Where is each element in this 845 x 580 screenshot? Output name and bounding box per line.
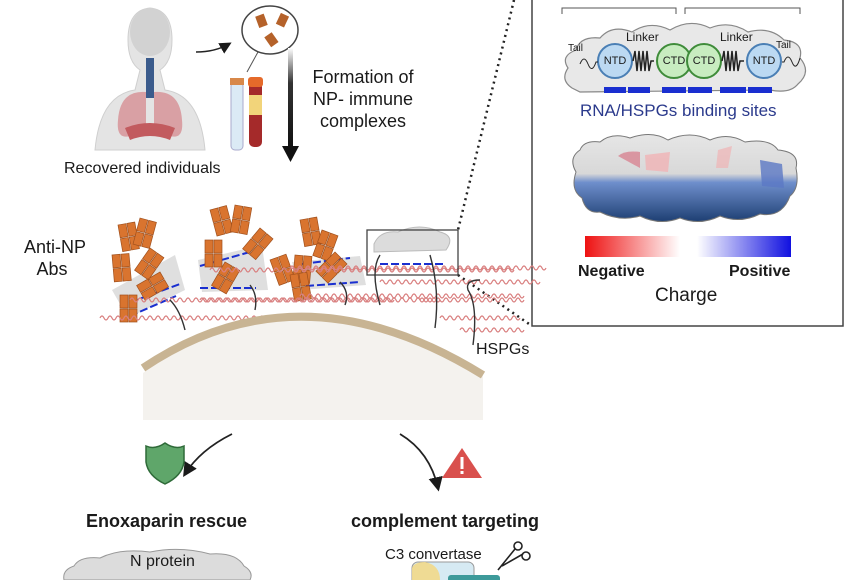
antibody — [209, 205, 234, 237]
antibody — [229, 204, 253, 235]
negative-label: Negative — [578, 263, 645, 280]
antibody — [134, 247, 165, 281]
c3-convertase-label: C3 convertase — [385, 546, 482, 563]
charge-surface-model — [572, 134, 798, 222]
tail-left-label: Tail — [568, 43, 584, 54]
cell-membrane — [140, 312, 486, 379]
antibody — [132, 217, 157, 249]
person-illustration — [94, 7, 206, 151]
rna-strand — [379, 279, 541, 285]
ntd-label-left: NTD — [603, 55, 627, 67]
n-protein-label: N protein — [130, 553, 195, 570]
formation-label: Formation of NP- immune complexes — [304, 66, 422, 132]
antibody-line-2: Abs — [36, 259, 68, 279]
rna-strand — [289, 265, 547, 271]
warning-mark — [460, 457, 464, 469]
rna-strand — [209, 267, 515, 273]
diaphragm — [125, 123, 175, 140]
free-n-protein — [373, 226, 451, 253]
ctd-label-right: CTD — [692, 55, 716, 67]
antibody — [111, 253, 132, 283]
linker-right-label: Linker — [720, 30, 753, 44]
shield-icon — [145, 442, 185, 485]
tail-right-label: Tail — [776, 40, 792, 51]
charge-title: Charge — [655, 285, 718, 306]
formation-line-1: Formation of — [312, 67, 414, 87]
hspg-strands — [169, 254, 481, 346]
hspgs-label: HSPGs — [476, 341, 530, 358]
ntd-label-right: NTD — [752, 55, 776, 67]
ntd-domain-left — [597, 43, 633, 79]
formation-arrow-shaft — [288, 48, 293, 148]
ctd-domain-right — [686, 43, 722, 79]
antibody — [312, 229, 339, 262]
antibody-magnifier — [241, 5, 299, 73]
zoom-line-top — [456, 0, 516, 231]
rna-strand — [199, 297, 441, 303]
bracket-left — [561, 7, 677, 14]
n-protein-result-cloud — [63, 548, 252, 580]
antibody — [242, 227, 274, 261]
risk-arrow — [399, 433, 443, 492]
trachea — [146, 58, 154, 98]
scissors-icon — [497, 541, 531, 571]
risk-title: complement targeting — [351, 511, 540, 531]
binding-sites — [604, 87, 772, 93]
donor-label: Recovered individuals — [64, 160, 221, 177]
antibody-label: Anti-NP Abs — [24, 236, 87, 280]
antibody-layer — [111, 204, 348, 323]
ntd-domain-right — [746, 43, 782, 79]
binding-sites-label: RNA/HSPGs binding sites — [580, 101, 777, 120]
positive-charge-bar — [697, 236, 791, 257]
sample-tubes — [230, 77, 263, 151]
antibody — [136, 271, 169, 301]
rna-strand — [439, 315, 521, 321]
cell-body — [143, 316, 483, 420]
linker-left-label: Linker — [626, 30, 659, 44]
formation-line-3: complexes — [319, 111, 407, 131]
antibody-line-1: Anti-NP — [24, 237, 87, 257]
tail-right — [782, 56, 801, 67]
rna-strand — [129, 297, 395, 303]
formation-arrow-head — [282, 146, 299, 162]
tail-left — [579, 58, 598, 69]
zoom-highlight-box — [366, 229, 459, 276]
linker-left — [632, 50, 654, 72]
rescue-arrow — [183, 433, 233, 478]
antibody — [204, 239, 223, 268]
rescue-title: Enoxaparin rescue — [86, 511, 248, 531]
antibody — [211, 261, 241, 295]
collect-arrow — [195, 42, 232, 54]
antibody — [119, 294, 138, 323]
ctd-label-left: CTD — [662, 55, 686, 67]
rna-strand — [459, 327, 525, 333]
positive-label: Positive — [729, 263, 791, 280]
bracket-right — [684, 7, 801, 14]
linker-right — [721, 50, 744, 72]
formation-line-2: NP- immune — [312, 89, 414, 109]
rna-strand — [299, 293, 525, 299]
negative-charge-bar — [585, 236, 680, 257]
